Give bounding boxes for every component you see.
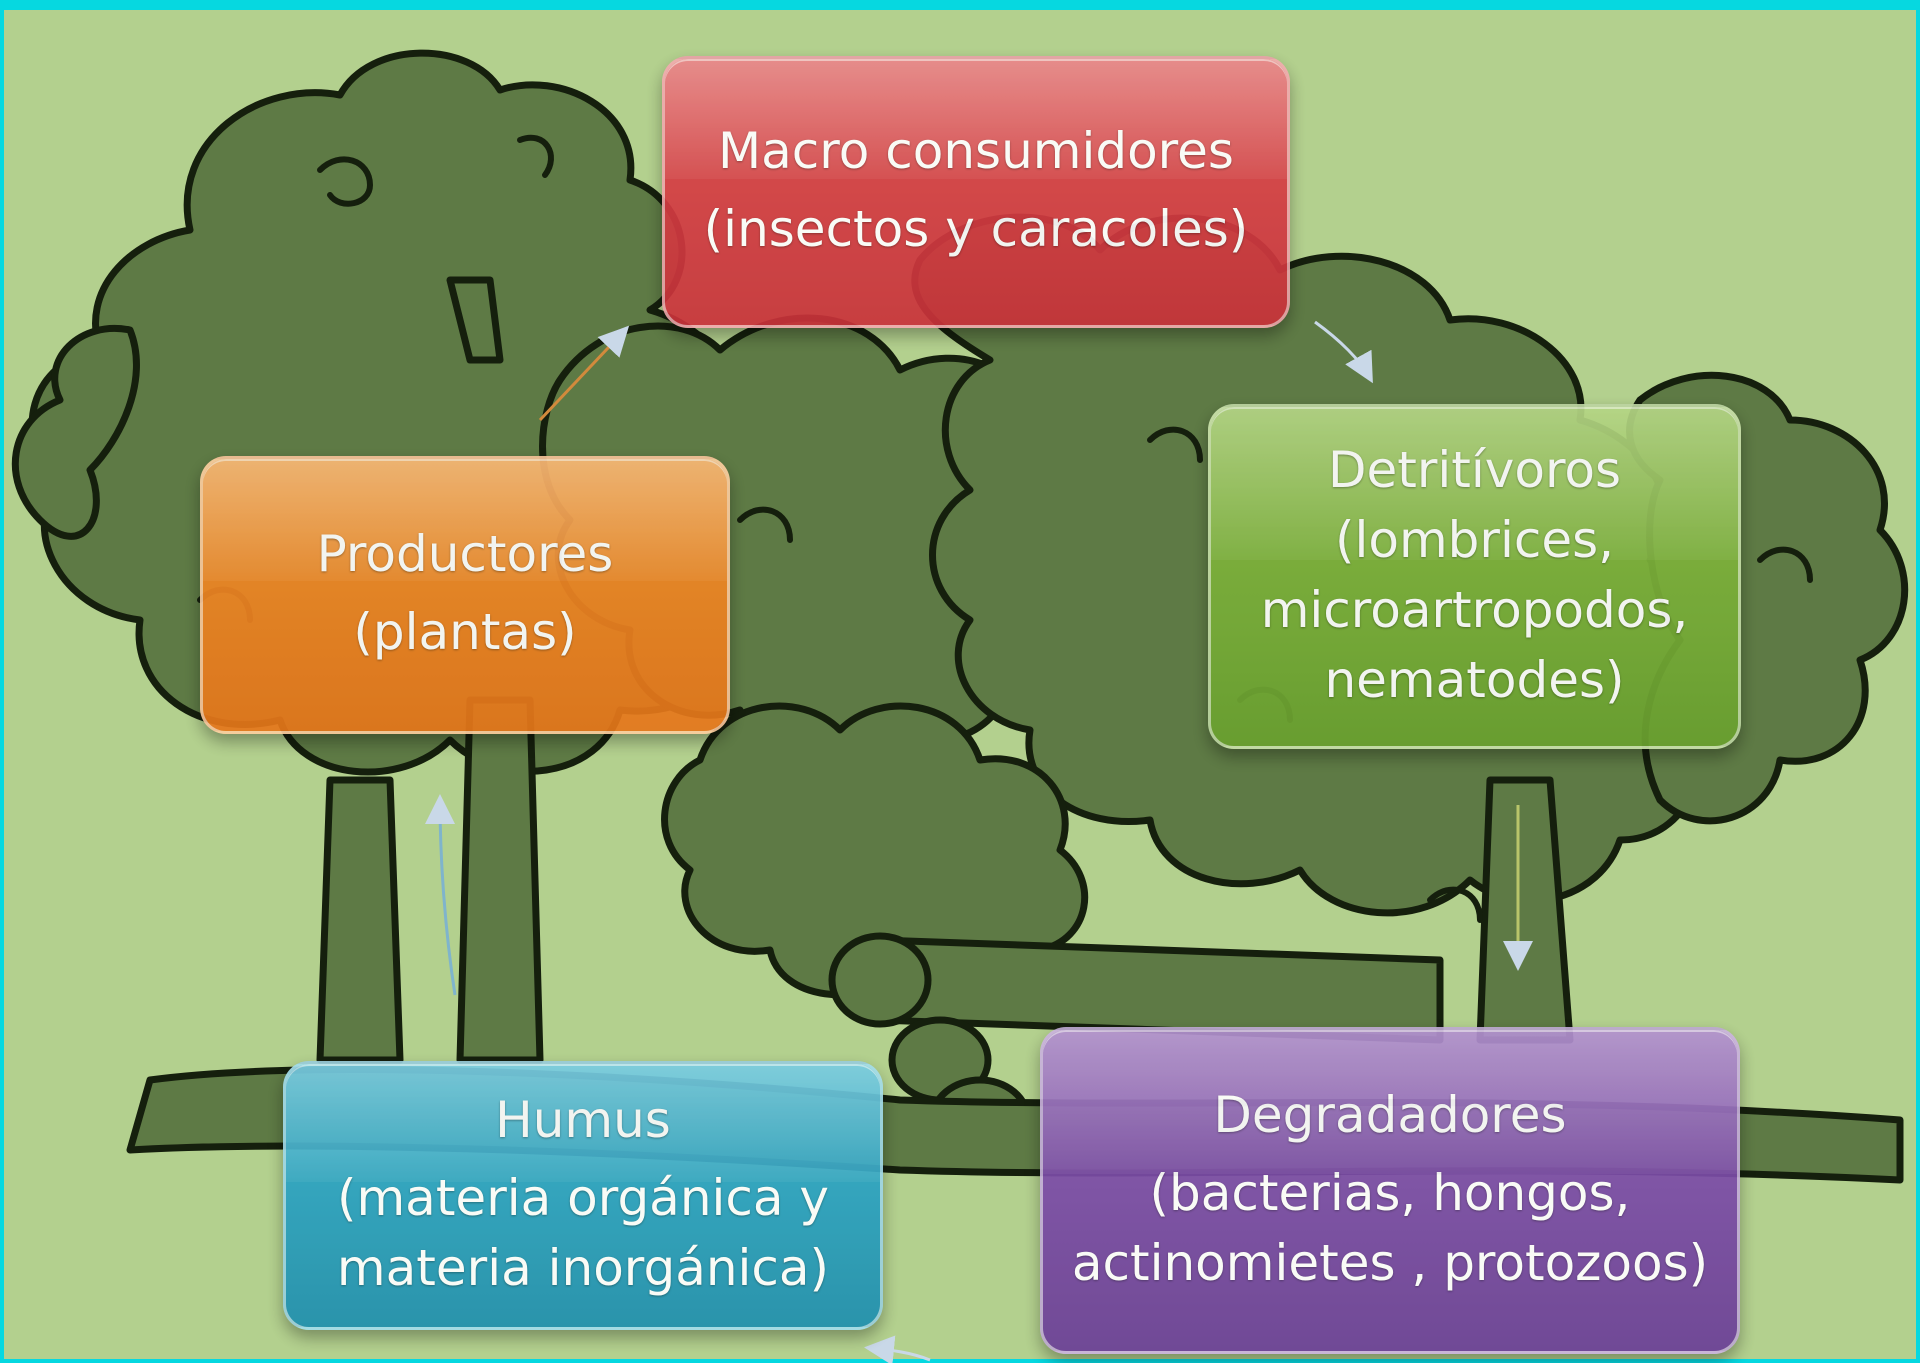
arrow-productores-to-macro	[538, 325, 630, 422]
humus-title: Humus	[495, 1090, 671, 1149]
humus-subtitle: (materia orgánica y materia inorgánica)	[336, 1168, 830, 1297]
degradadores-title: Degradadores	[1213, 1085, 1567, 1144]
productores-subtitle: (plantas)	[353, 603, 577, 661]
cycle-arrows	[425, 320, 1533, 1363]
productores-title: Productores	[316, 525, 614, 583]
degradadores-box: Degradadores (bacterias, hongos, actinom…	[1040, 1027, 1740, 1354]
arrow-macro-to-detritivoros	[1314, 320, 1373, 384]
macro-consumidores-box: Macro consumidores (insectos y caracoles…	[662, 56, 1290, 328]
arrow-humus-to-productores	[425, 794, 457, 996]
macro-title: Macro consumidores	[718, 122, 1234, 180]
productores-box: Productores (plantas)	[200, 456, 730, 734]
arrow-degradadores-to-humus	[864, 1335, 931, 1363]
humus-box: Humus (materia orgánica y materia inorgá…	[283, 1061, 883, 1330]
detritivoros-box: Detritívoros (lombrices, microartropodos…	[1208, 404, 1741, 749]
detritivoros-title: Detritívoros	[1327, 440, 1622, 499]
macro-subtitle: (insectos y caracoles)	[703, 200, 1249, 258]
detritivoros-subtitle: (lombrices, microartropodos, nematodes)	[1260, 510, 1689, 709]
degradadores-subtitle: (bacterias, hongos, actinomietes , proto…	[1071, 1163, 1709, 1292]
